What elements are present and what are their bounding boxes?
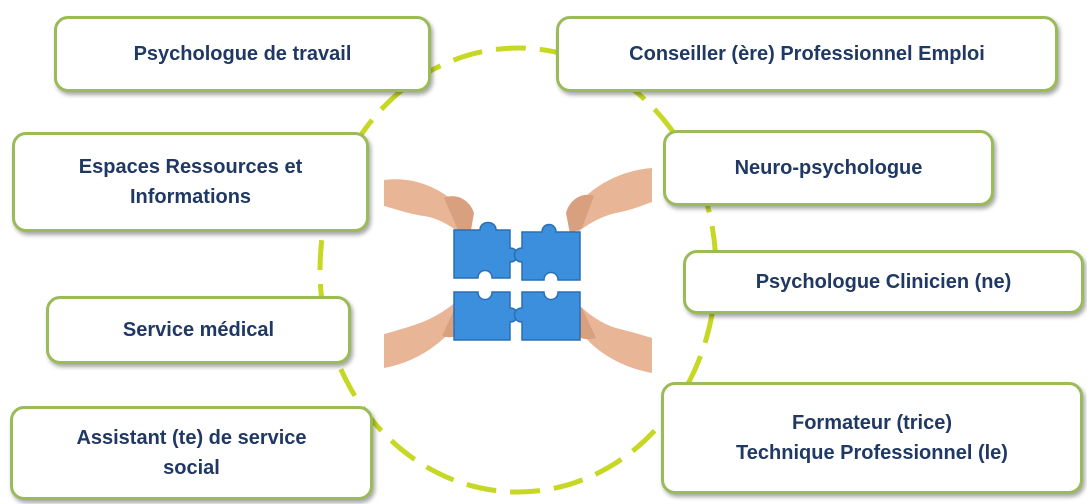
box-text: Conseiller (ère) Professionnel Emploi: [629, 43, 985, 65]
box-clinicien: Psychologue Clinicien (ne): [683, 250, 1084, 314]
box-text: Psychologue de travail: [133, 43, 352, 65]
box-psychologue-travail: Psychologue de travail: [54, 16, 431, 92]
box-text: Neuro-psychologue: [734, 157, 923, 179]
box-formateur: Formateur (trice) Technique Professionne…: [661, 382, 1083, 494]
box-text-line-1: Assistant (te) de service: [76, 427, 307, 449]
box-text-line-1: Formateur (trice): [791, 412, 953, 434]
puzzle-hands-image: [384, 158, 652, 384]
box-conseiller: Conseiller (ère) Professionnel Emploi: [556, 16, 1058, 92]
box-assistant: Assistant (te) de service social: [10, 406, 373, 500]
box-text-line-2: Informations: [129, 186, 252, 208]
box-text: Psychologue Clinicien (ne): [755, 271, 1012, 293]
box-espaces: Espaces Ressources et Informations: [12, 132, 369, 232]
puzzle-hands-icon: [384, 168, 652, 373]
box-text: Service médical: [122, 319, 275, 341]
box-text-line-2: Technique Professionnel (le): [736, 442, 1008, 464]
box-text-line-2: social: [163, 457, 220, 479]
box-text-line-1: Espaces Ressources et: [78, 156, 303, 178]
box-medical: Service médical: [46, 296, 351, 364]
box-neuro: Neuro-psychologue: [663, 130, 994, 206]
